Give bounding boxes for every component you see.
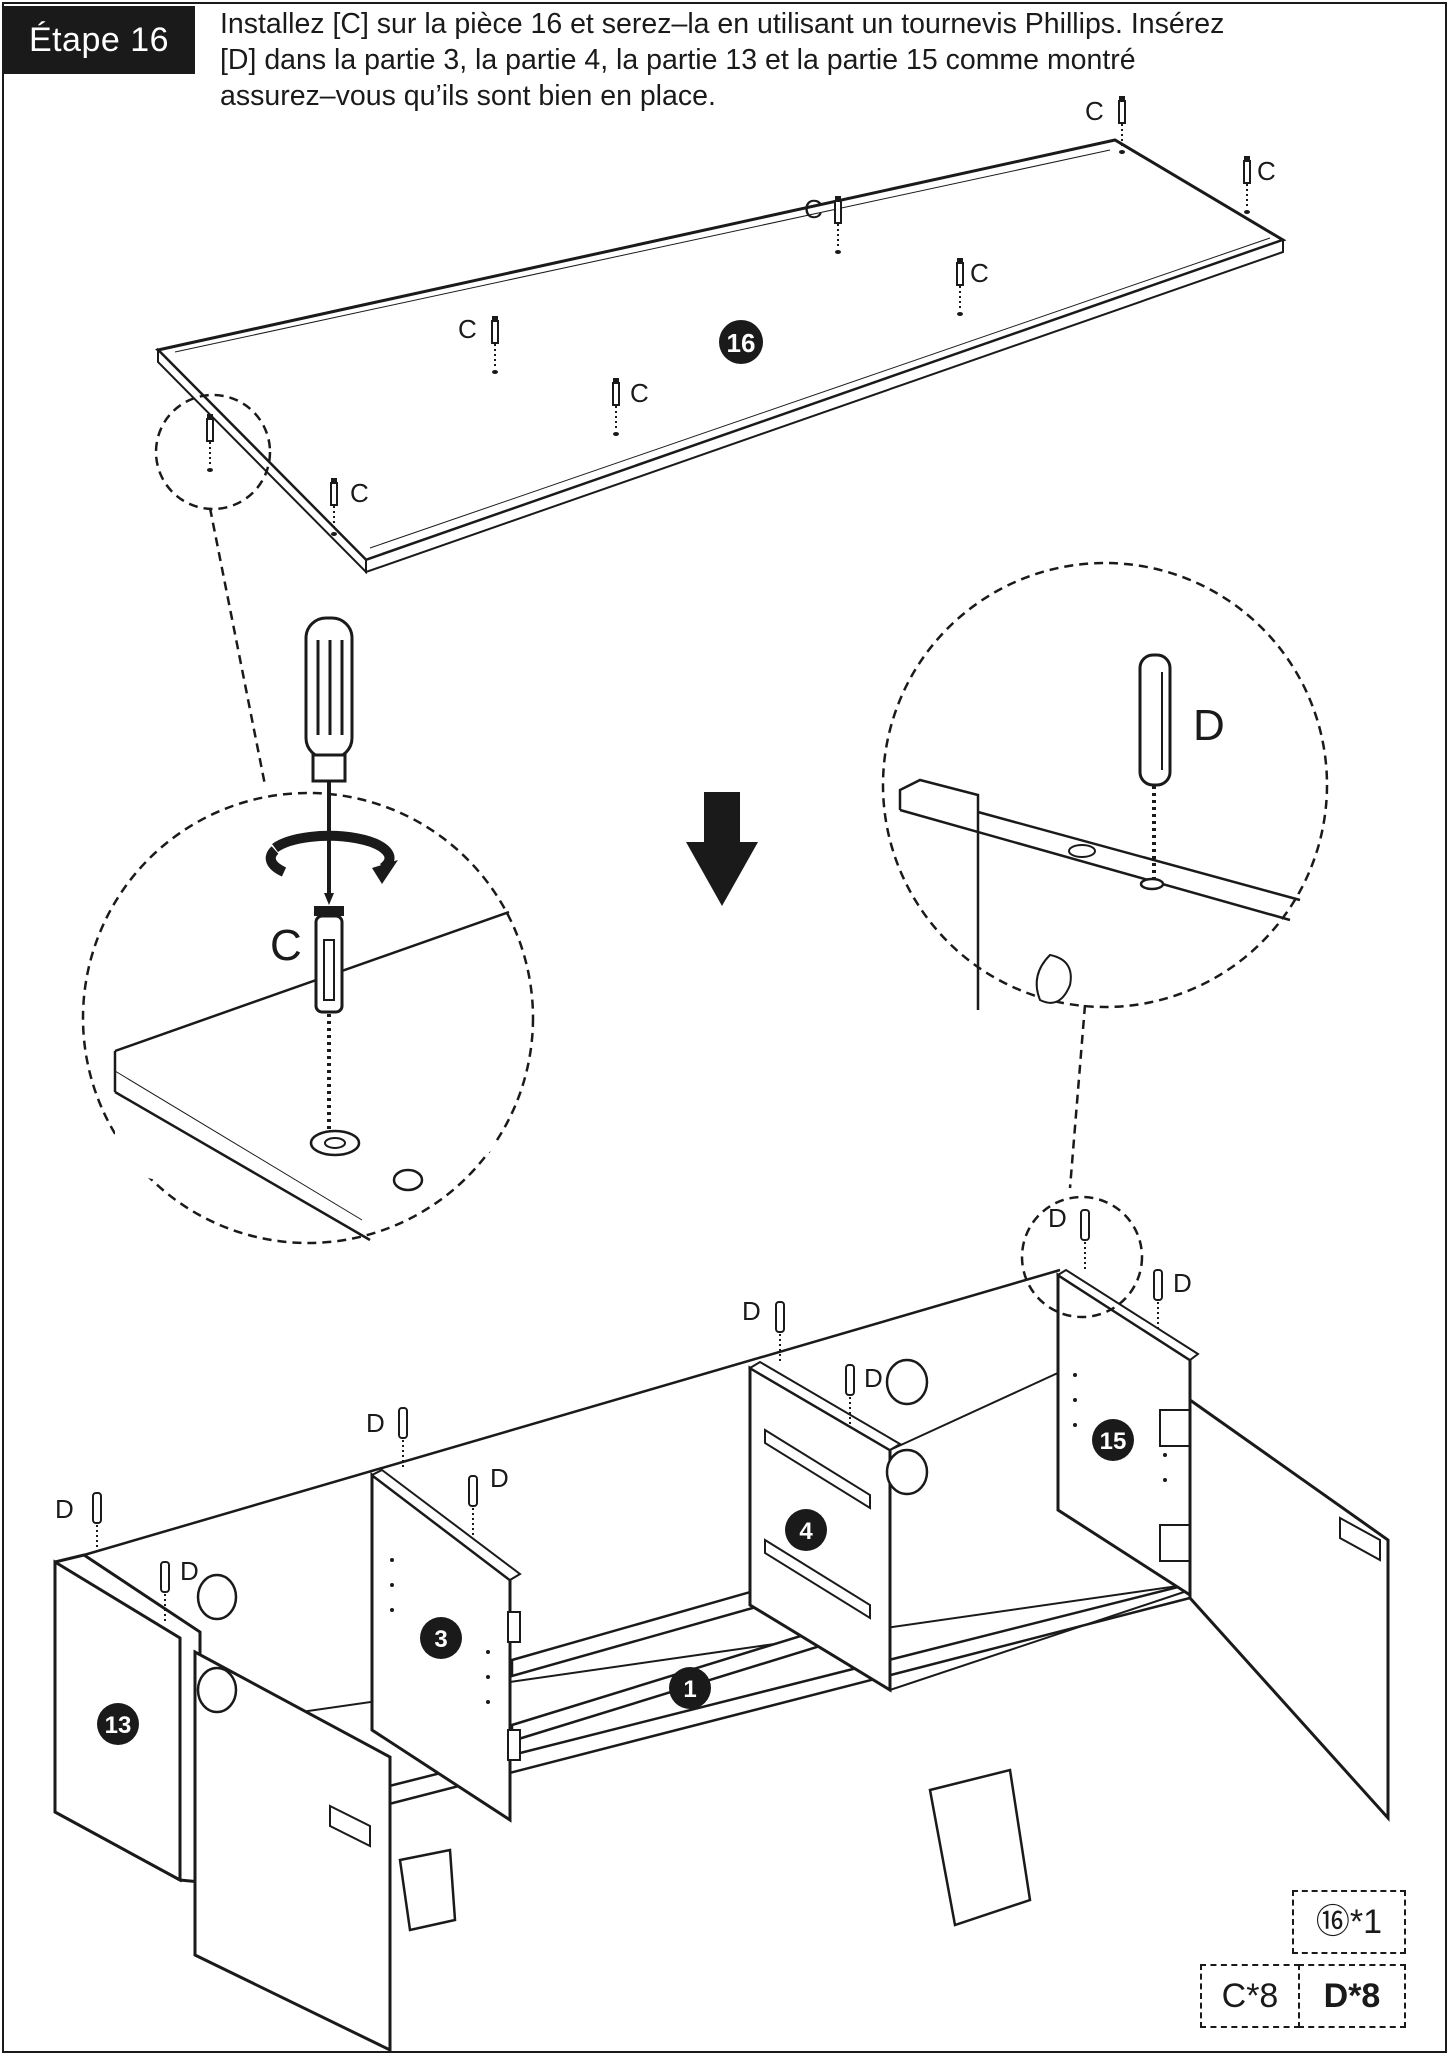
quantity-panel-box: ⑯*1 [1292,1890,1406,1954]
cabinet-carcass [53,1268,1390,2053]
screw-label: C [1085,96,1104,126]
instruction-line-2: [D] dans la partie 3, la partie 4, la pa… [220,44,1136,76]
detail-callout-dowel: D [881,561,1329,1189]
screw-label: C [630,378,649,408]
screw-label: C [350,478,369,508]
instruction-line-1: Installez [C] sur la pièce 16 et serez–l… [220,8,1225,40]
screw-label: C [804,194,823,224]
quantity-screws-box: C*8 [1200,1964,1300,2028]
quantity-screws: C*8 [1221,1977,1279,2015]
step-badge: Étape 16 [3,6,195,74]
svg-text:13: 13 [105,1712,132,1739]
svg-text:1: 1 [683,1676,696,1703]
svg-text:3: 3 [434,1626,447,1653]
part-number-13: 13 [97,1703,139,1745]
dowel-callout-ring [1020,1195,1144,1319]
detail-callout-screw: C [81,393,535,1245]
part-number-1: 1 [669,1667,711,1709]
svg-text:D: D [490,1463,509,1493]
top-panel-16 [155,138,1287,575]
svg-text:D: D [742,1296,761,1326]
svg-text:4: 4 [799,1518,813,1545]
quantity-panel: ⑯*1 [1315,1903,1383,1941]
screw-label-detail: C [270,921,302,970]
down-arrow-icon [686,792,758,906]
svg-text:D: D [55,1494,74,1524]
svg-text:16: 16 [727,328,756,358]
screw-label: C [1257,156,1276,186]
svg-text:D: D [180,1556,199,1586]
part-number-15: 15 [1092,1419,1134,1461]
screw-label: C [458,314,477,344]
svg-text:15: 15 [1100,1428,1127,1455]
dowel-label-detail: D [1193,701,1225,750]
instruction-text: Installez [C] sur la pièce 16 et serez–l… [220,6,1400,114]
part-number-3: 3 [420,1617,462,1659]
svg-text:D: D [366,1408,385,1438]
quantity-dowels-box: D*8 [1298,1964,1406,2028]
screw-label: C [970,258,989,288]
instruction-line-3: assurez–vous qu’ils sont bien en place. [220,80,716,112]
part-number-4: 4 [785,1509,827,1551]
svg-text:D: D [864,1363,883,1393]
svg-text:D: D [1173,1268,1192,1298]
dowel-markers-cabinet [92,1209,1163,1623]
screw-labels-top: C C C C C C C [350,96,1276,508]
svg-text:D: D [1048,1203,1067,1233]
dowel-labels-cabinet: D D D D D D D D [55,1203,1192,1586]
part-number-16: 16 [719,320,763,364]
quantity-dowels: D*8 [1323,1977,1381,2015]
